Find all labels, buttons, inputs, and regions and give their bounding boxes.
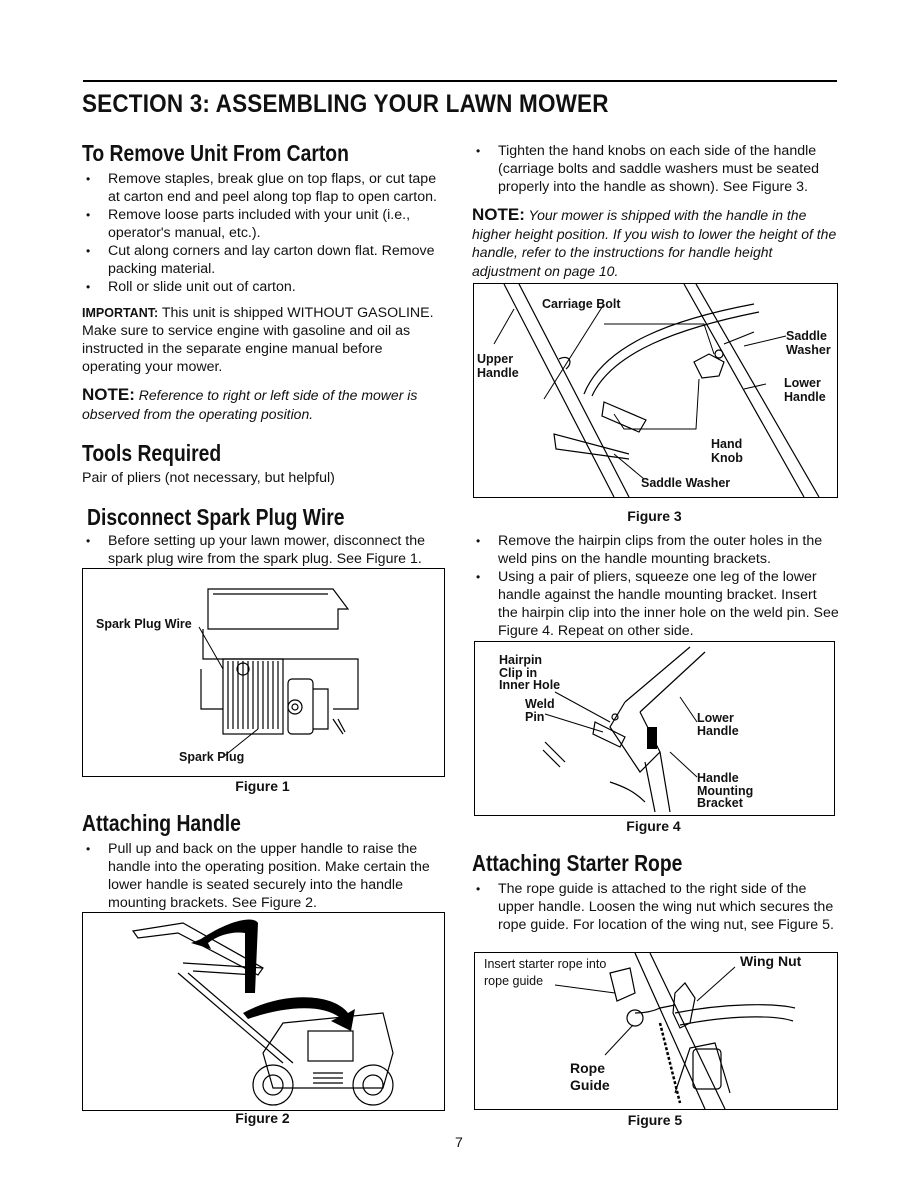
- handle-knob-illustration: [493, 284, 820, 497]
- label-rope-guide: Rope Guide: [570, 1060, 610, 1093]
- label-saddle-washer-right: Saddle Washer: [786, 329, 831, 357]
- remove-unit-list: Remove staples, break glue on top flaps,…: [82, 170, 442, 296]
- label-spark-plug: Spark Plug: [179, 750, 245, 764]
- tools-text: Pair of pliers (not necessary, but helpf…: [82, 470, 335, 486]
- important-label: IMPORTANT:: [82, 306, 159, 320]
- list-item: Using a pair of pliers, squeeze one leg …: [472, 568, 840, 640]
- list-item: Cut along corners and lay carton down fl…: [82, 242, 442, 278]
- label-spark-plug-wire: Spark Plug Wire: [96, 617, 192, 631]
- heading-starter-rope: Attaching Starter Rope: [472, 850, 683, 876]
- label-carriage-bolt: Carriage Bolt: [542, 297, 621, 311]
- label-hairpin: Hairpin Clip in Inner Hole: [499, 653, 561, 692]
- label-saddle-washer-bottom: Saddle Washer: [641, 476, 731, 490]
- figure-1: Spark Plug Wire Spark Plug: [82, 568, 445, 777]
- important-paragraph: IMPORTANT: This unit is shipped WITHOUT …: [82, 304, 444, 376]
- engine-illustration: [198, 588, 359, 758]
- list-item: Before setting up your lawn mower, disco…: [82, 532, 444, 568]
- list-item: Pull up and back on the upper handle to …: [82, 840, 446, 912]
- figure-5: Insert starter rope into rope guide Wing…: [474, 952, 838, 1110]
- section-title: SECTION 3: ASSEMBLING YOUR LAWN MOWER: [82, 90, 609, 118]
- important-text: This unit is shipped WITHOUT GASOLINE. M…: [82, 305, 434, 375]
- figure-4-caption: Figure 4: [626, 818, 681, 834]
- note-text: Reference to right or left side of the m…: [82, 387, 418, 422]
- list-item: Remove loose parts included with your un…: [82, 206, 442, 242]
- tighten-list: Tighten the hand knobs on each side of t…: [472, 142, 840, 196]
- heading-tools: Tools Required: [82, 440, 222, 466]
- top-rule: [83, 80, 837, 82]
- mower-handle-illustration: [131, 919, 394, 1106]
- list-item: Remove the hairpin clips from the outer …: [472, 532, 840, 568]
- label-weld-pin: Weld Pin: [525, 697, 555, 724]
- list-item: Roll or slide unit out of carton.: [82, 278, 442, 296]
- label-lower-handle: Lower Handle: [697, 711, 739, 738]
- label-upper-handle: Upper Handle: [477, 352, 519, 380]
- list-item: Tighten the hand knobs on each side of t…: [472, 142, 840, 196]
- heading-remove-unit: To Remove Unit From Carton: [82, 140, 349, 166]
- figure-1-caption: Figure 1: [235, 778, 290, 794]
- figure-3-caption: Figure 3: [627, 508, 682, 524]
- note-label: NOTE:: [82, 385, 135, 404]
- note-text: Your mower is shipped with the handle in…: [472, 207, 837, 279]
- note-paragraph: NOTE: Reference to right or left side of…: [82, 385, 448, 423]
- figure-4: Hairpin Clip in Inner Hole Weld Pin Lowe…: [474, 641, 835, 816]
- figure-2-caption: Figure 2: [235, 1110, 290, 1126]
- rope-guide-illustration: [554, 953, 796, 1109]
- heading-spark: Disconnect Spark Plug Wire: [87, 504, 345, 530]
- label-wing-nut: Wing Nut: [740, 953, 802, 969]
- label-insert-rope: Insert starter rope into rope guide: [484, 957, 607, 988]
- spark-list: Before setting up your lawn mower, disco…: [82, 532, 444, 568]
- hairpin-illustration: [542, 646, 706, 813]
- figure-5-caption: Figure 5: [627, 1112, 683, 1128]
- label-lower-handle: Lower Handle: [784, 376, 826, 404]
- list-item: The rope guide is attached to the right …: [472, 880, 840, 934]
- starter-list: The rope guide is attached to the right …: [472, 880, 840, 934]
- note-handle-height: NOTE: Your mower is shipped with the han…: [472, 205, 840, 280]
- figure-2: [82, 912, 445, 1111]
- handle-list: Pull up and back on the upper handle to …: [82, 840, 446, 912]
- label-bracket: Handle Mounting Bracket: [697, 771, 754, 810]
- list-item: Remove staples, break glue on top flaps,…: [82, 170, 442, 206]
- note-label: NOTE:: [472, 205, 525, 224]
- heading-attaching-handle: Attaching Handle: [82, 810, 241, 836]
- label-hand-knob: Hand Knob: [711, 437, 743, 465]
- hairpin-list: Remove the hairpin clips from the outer …: [472, 532, 840, 640]
- page-number: 7: [455, 1135, 463, 1151]
- figure-3: Carriage Bolt Upper Handle Saddle Washer…: [473, 283, 838, 498]
